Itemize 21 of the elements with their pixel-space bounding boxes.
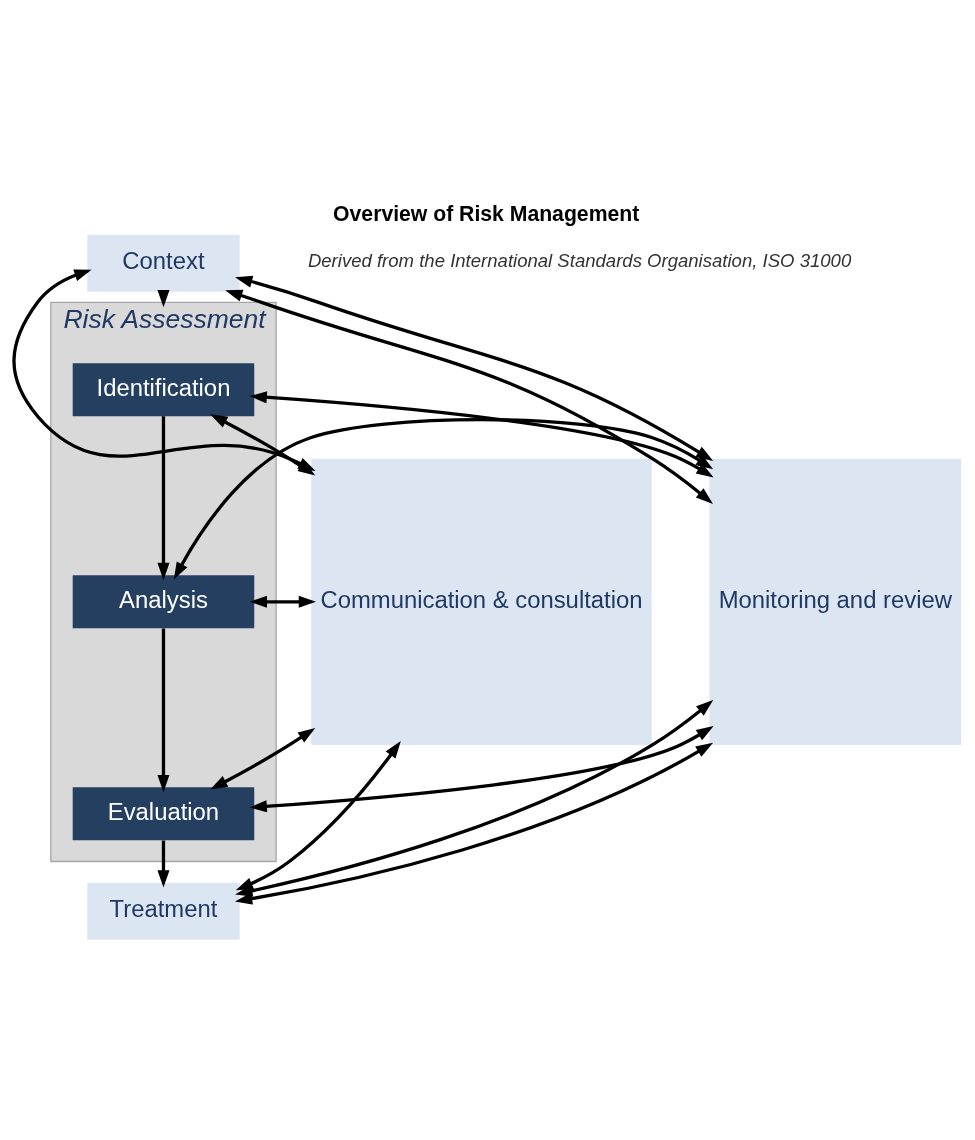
- node-box: Evaluation: [72, 787, 255, 841]
- label: Derived from the International Standards Organisation, ISO 31000: [307, 249, 852, 271]
- arrow: [157, 628, 170, 793]
- diagram-title: Overview of Risk Management: [333, 202, 640, 226]
- arrow: [157, 416, 170, 581]
- arrow: [225, 289, 713, 504]
- node-box: Analysis: [72, 575, 255, 629]
- arrow: [173, 418, 714, 580]
- arrow: [210, 728, 316, 790]
- node-box: Monitoring and review: [709, 458, 962, 745]
- arrow: [235, 741, 401, 891]
- node-box: Treatment: [87, 882, 240, 940]
- arrow: [249, 391, 714, 478]
- node-box: Identification: [72, 363, 255, 417]
- node-box: Communication & consultation: [311, 458, 652, 745]
- arrow: [234, 742, 714, 905]
- arrow: [157, 840, 170, 888]
- arrow: [249, 726, 714, 813]
- arrow: [235, 275, 714, 462]
- arrow: [235, 700, 714, 897]
- arrow: [249, 595, 316, 608]
